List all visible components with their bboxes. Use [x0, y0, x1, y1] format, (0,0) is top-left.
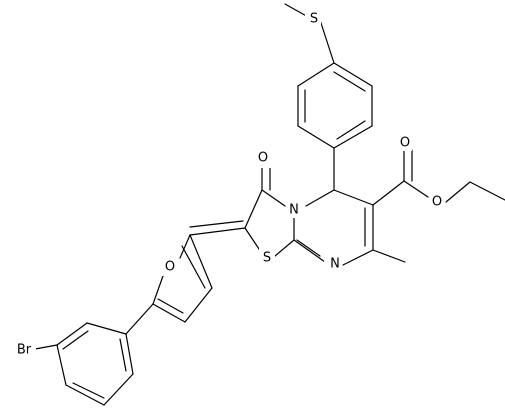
imine-nitrogen-label: N — [330, 257, 340, 272]
bond — [189, 234, 213, 289]
ester-ether-oxygen-label: O — [432, 195, 442, 210]
bond — [119, 338, 127, 372]
bond — [86, 322, 127, 335]
bond — [342, 249, 374, 266]
bond — [189, 227, 246, 236]
bond — [181, 245, 206, 289]
bond — [333, 62, 373, 87]
bond — [336, 120, 366, 140]
bond — [103, 373, 134, 406]
bond — [152, 303, 186, 323]
label-backdrop — [305, 11, 321, 29]
bond — [469, 181, 505, 201]
bond — [333, 125, 373, 149]
label-backdrop — [429, 193, 445, 211]
bond — [296, 239, 321, 257]
bond — [184, 287, 213, 323]
bond — [157, 298, 184, 314]
label-backdrop — [259, 248, 275, 266]
label-backdrop — [324, 254, 342, 272]
bond — [65, 384, 105, 406]
bond — [372, 249, 406, 263]
bond — [403, 180, 429, 198]
bond — [333, 71, 366, 92]
bond — [261, 189, 286, 207]
bond — [445, 181, 471, 203]
bromine-label: Br — [17, 343, 32, 358]
label-backdrop — [256, 150, 272, 168]
atom-label-layer: S O O O N N S O Br — [14, 11, 445, 359]
bond — [333, 189, 374, 206]
bond — [293, 239, 326, 263]
bond — [305, 189, 335, 207]
label-backdrop — [286, 200, 302, 218]
bond — [56, 322, 88, 346]
bond — [56, 344, 67, 386]
ring-nitrogen-label: N — [289, 203, 299, 218]
label-backdrop — [14, 341, 36, 359]
bond — [189, 220, 244, 228]
bond — [34, 344, 58, 350]
bond — [72, 382, 105, 399]
label-backdrop — [396, 133, 412, 151]
bond — [319, 19, 335, 64]
bond-layer — [34, 3, 505, 406]
bond — [274, 239, 295, 257]
bond — [152, 275, 164, 305]
bond — [62, 330, 89, 350]
bond — [244, 227, 262, 253]
ketone-oxygen-label: O — [258, 151, 268, 166]
bond — [297, 125, 335, 149]
thioether-sulfur-label: S — [310, 12, 318, 27]
bond — [125, 303, 154, 335]
thiazole-sulfur-label: S — [263, 251, 271, 266]
bond — [372, 180, 405, 206]
bond — [297, 62, 335, 87]
bond — [125, 333, 134, 375]
ester-carbonyl-oxygen-label: O — [400, 136, 410, 151]
furan-oxygen-label: O — [165, 260, 175, 275]
label-backdrop — [162, 258, 178, 276]
bond — [244, 189, 263, 229]
bond — [179, 234, 191, 259]
